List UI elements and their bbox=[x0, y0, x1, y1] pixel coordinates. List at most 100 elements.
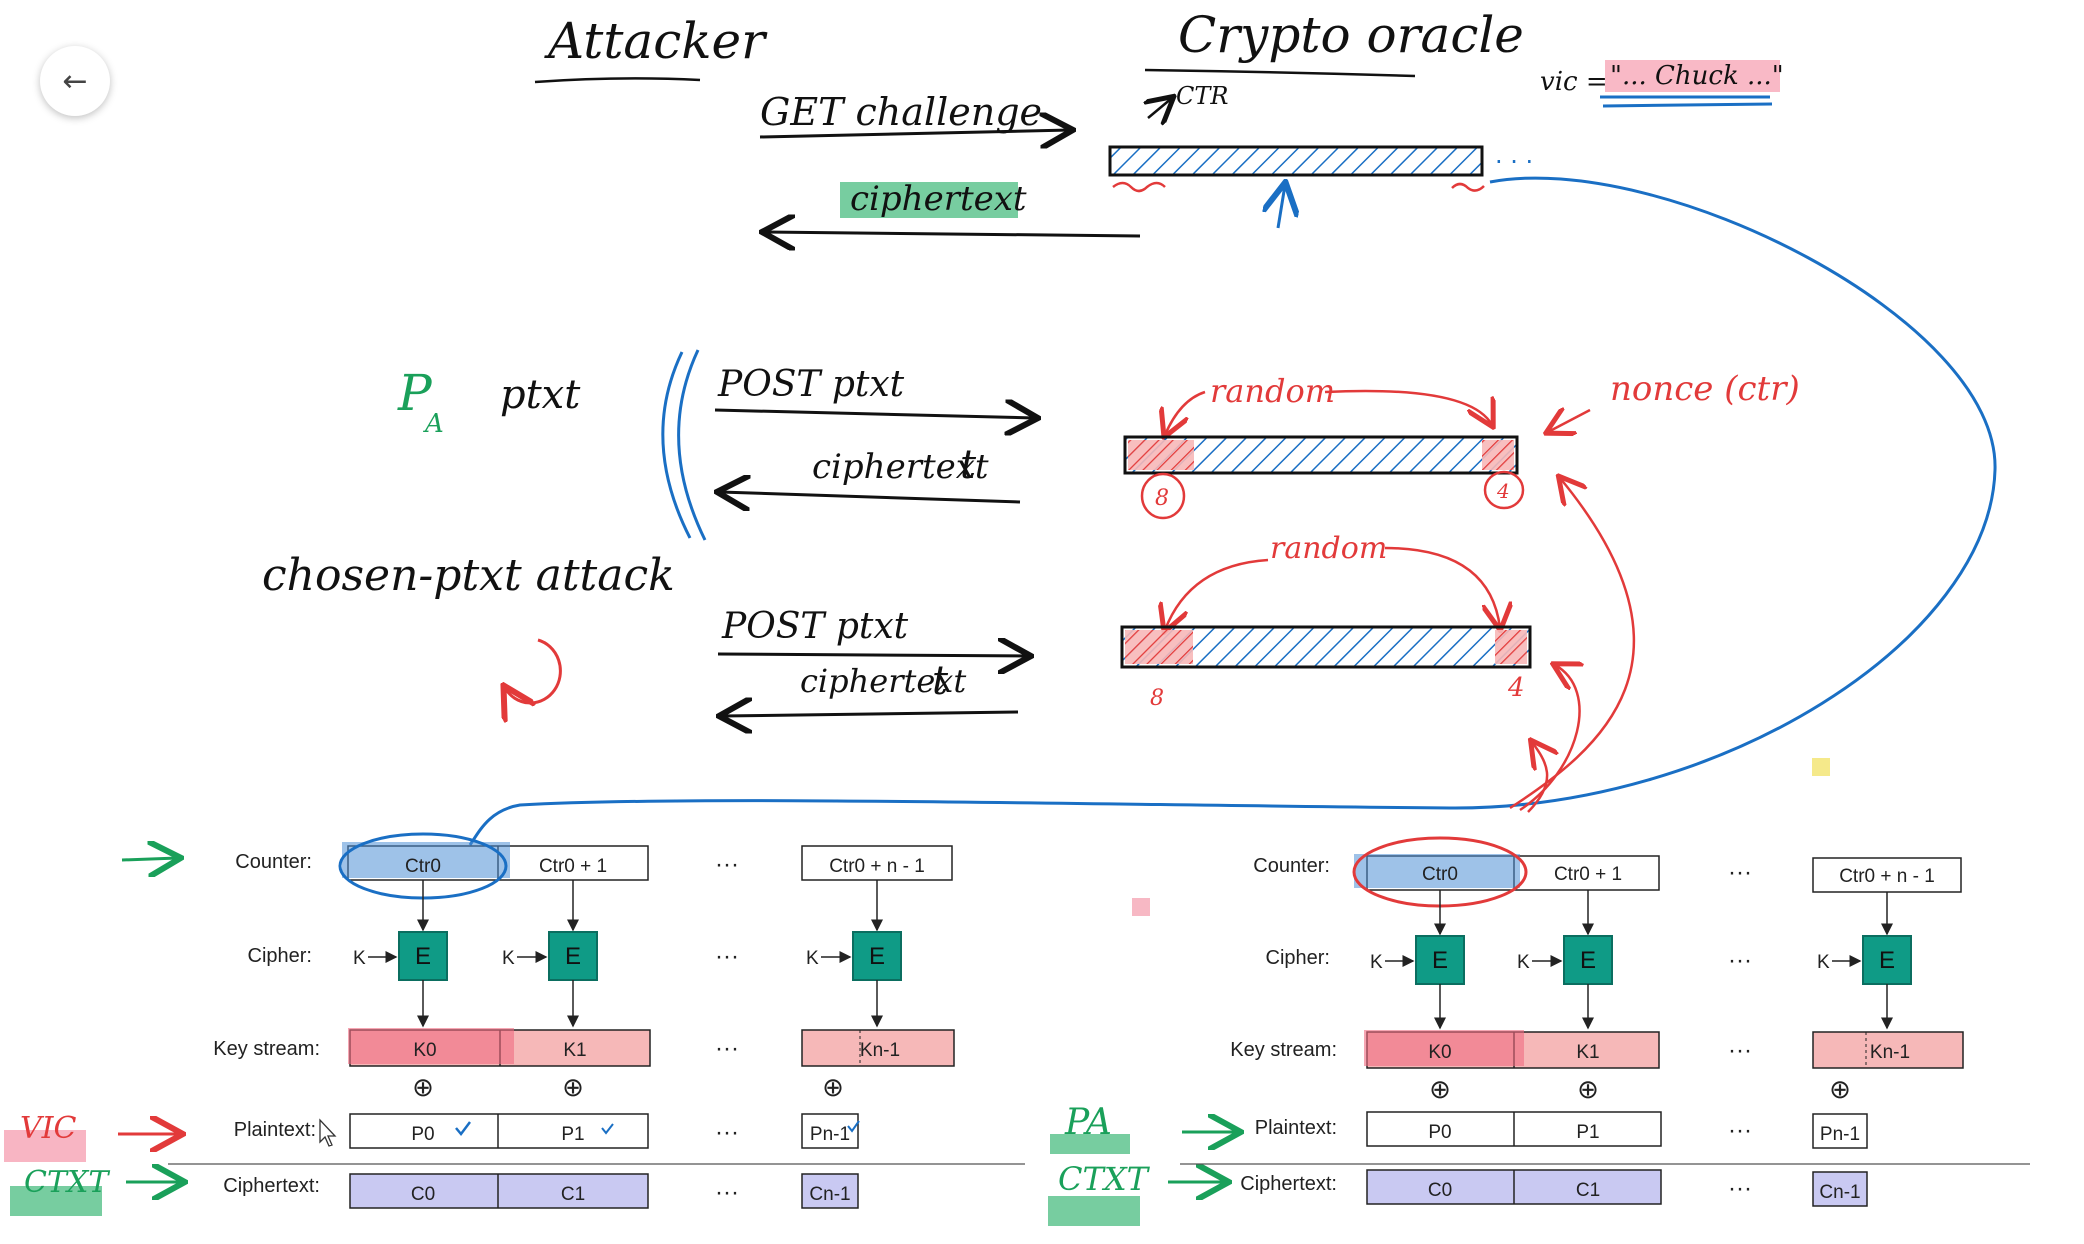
plaintext-1: P1 bbox=[561, 1124, 584, 1145]
ellipsis: ··· bbox=[1728, 1117, 1752, 1144]
ciphertext-highlight bbox=[840, 182, 1018, 218]
ciphertext-response-arrow bbox=[765, 232, 1141, 236]
vic-value-highlight bbox=[1605, 60, 1780, 92]
cipher-block-0 bbox=[1415, 935, 1465, 985]
ciphertext-1: C1 bbox=[1576, 1180, 1600, 1201]
ctr0-highlight bbox=[342, 842, 510, 878]
random-arrow-left-2 bbox=[1165, 558, 1269, 630]
number-8-b: 8 bbox=[1150, 686, 1164, 711]
counter-0: Ctr0 bbox=[405, 856, 441, 877]
blue-bracket-inner bbox=[677, 349, 707, 541]
get-challenge-label: GET challenge bbox=[760, 90, 1042, 134]
random-segment-hatch-2 bbox=[1125, 630, 1193, 664]
blue-link-curve bbox=[468, 176, 1997, 846]
plaintext-0: P0 bbox=[411, 1124, 434, 1145]
vic-tag: VIC bbox=[20, 1111, 77, 1146]
xor-icon: ⊕ bbox=[1429, 1074, 1451, 1104]
nonce-segment-hatch-2 bbox=[1495, 630, 1527, 664]
ctxt-tag-left-highlight bbox=[10, 1186, 102, 1216]
random-arrow-left-1 bbox=[1165, 390, 1206, 435]
row-label-ciphertext: Ciphertext: bbox=[223, 1175, 320, 1197]
pa-tag: PA bbox=[1064, 1102, 1112, 1143]
ctr-diagram-left: Counter: Cipher: Key stream: Plaintext: … bbox=[168, 832, 1025, 1209]
red-ctr-arrow-low bbox=[1527, 742, 1547, 813]
back-button[interactable]: ← bbox=[40, 46, 110, 116]
post-ptxt-arrow-2 bbox=[717, 654, 1028, 656]
k0-highlight bbox=[1364, 1030, 1524, 1066]
keystream-last: Kn-1 bbox=[860, 1040, 900, 1061]
random-label-2: random bbox=[1270, 531, 1387, 566]
key-k-1: K bbox=[502, 948, 515, 969]
ciphertext-last-box bbox=[801, 1173, 859, 1209]
keystream-last: Kn-1 bbox=[1870, 1042, 1910, 1063]
keystream-1: K1 bbox=[563, 1040, 586, 1061]
nonce-label: nonce (ctr) bbox=[1610, 369, 1800, 409]
counter-last: Ctr0 + n - 1 bbox=[829, 856, 925, 877]
row-label-plaintext: Plaintext: bbox=[1255, 1117, 1337, 1139]
ctxt-tag-right-highlight bbox=[1048, 1196, 1140, 1226]
key-k-1: K bbox=[1517, 952, 1530, 973]
counter-last-box bbox=[801, 845, 953, 881]
cipher-e-last: E bbox=[1879, 947, 1895, 974]
ctr-label: CTR bbox=[1176, 82, 1228, 110]
oracle-bar-trailing-dots: · · · bbox=[1495, 148, 1533, 176]
red-squiggle-end bbox=[1451, 182, 1485, 192]
arrow-left-icon: ← bbox=[62, 63, 88, 99]
post-ptxt-label-2: POST ptxt bbox=[721, 606, 909, 647]
row-label-plaintext: Plaintext: bbox=[234, 1119, 316, 1141]
ellipsis: ··· bbox=[1728, 1175, 1752, 1202]
xor-icon: ⊕ bbox=[1829, 1074, 1851, 1104]
red-loop-arrow bbox=[505, 638, 562, 703]
plaintext-last-box bbox=[801, 1113, 859, 1149]
key-k-0: K bbox=[1370, 952, 1383, 973]
get-challenge-arrow bbox=[759, 130, 1070, 137]
blue-bracket-outer bbox=[661, 351, 692, 539]
number-4-a: 4 bbox=[1496, 479, 1510, 503]
ctr-pointer-arrow bbox=[1148, 98, 1172, 118]
key-k-0: K bbox=[353, 948, 366, 969]
keystream-1: K1 bbox=[1576, 1042, 1599, 1063]
ciphertext-t-suffix-2: t bbox=[932, 658, 949, 704]
oracle-heading: Crypto oracle bbox=[1178, 6, 1524, 64]
random-segment-hatch-1 bbox=[1128, 440, 1194, 470]
xor-icon: ⊕ bbox=[412, 1072, 434, 1102]
keystream-last-box bbox=[1812, 1031, 1964, 1069]
ciphertext-last-box bbox=[1812, 1171, 1868, 1207]
blue-up-arrow bbox=[1278, 185, 1285, 229]
cipher-e-last: E bbox=[869, 943, 885, 970]
plaintext-0: P0 bbox=[1428, 1122, 1451, 1143]
cipher-row: E E E K K K bbox=[353, 880, 902, 1028]
keystream-0: K0 bbox=[413, 1040, 436, 1061]
check-icon bbox=[455, 1121, 471, 1137]
red-ctr-arrow-mid bbox=[1519, 665, 1580, 812]
cipher-e-0: E bbox=[415, 943, 431, 970]
cipher-e-0: E bbox=[1432, 947, 1448, 974]
ciphertext-last: Cn-1 bbox=[1819, 1182, 1860, 1203]
ellipsis: ··· bbox=[715, 943, 739, 970]
row-label-cipher: Cipher: bbox=[248, 945, 312, 967]
attacker-heading: Attacker bbox=[544, 12, 768, 70]
counter-last-box bbox=[1812, 857, 1962, 893]
green-counter-arrow bbox=[121, 858, 178, 860]
ciphertext-0: C0 bbox=[1428, 1180, 1452, 1201]
ellipsis: ··· bbox=[715, 1119, 739, 1146]
ciphertext-row-box bbox=[349, 1173, 649, 1209]
mouse-cursor-icon bbox=[319, 1118, 337, 1147]
k0-highlight bbox=[348, 1028, 514, 1064]
row-labels-right: Counter: Cipher: Key stream: Plaintext: … bbox=[1230, 855, 1337, 1195]
number-8-a: 8 bbox=[1155, 486, 1169, 511]
row-label-ciphertext: Ciphertext: bbox=[1240, 1173, 1337, 1195]
pa-tag-highlight bbox=[1050, 1134, 1130, 1154]
row-labels-left: Counter: Cipher: Key stream: Plaintext: … bbox=[213, 851, 320, 1197]
ciphertext-t-suffix-1: t bbox=[960, 442, 977, 488]
key-k-last: K bbox=[1817, 952, 1830, 973]
nonce-segment-hatch-1 bbox=[1482, 440, 1514, 470]
handwritten-notes: Attacker Crypto oracle vic = "... Chuck … bbox=[4, 6, 1997, 1226]
post-ptxt-arrow-1 bbox=[714, 410, 1035, 418]
check-icon bbox=[847, 1120, 860, 1133]
plaintext-1: P1 bbox=[1576, 1122, 1599, 1143]
vic-value-underline bbox=[1600, 95, 1773, 108]
ellipsis: ··· bbox=[715, 1179, 739, 1206]
attacker-underline bbox=[534, 77, 701, 84]
